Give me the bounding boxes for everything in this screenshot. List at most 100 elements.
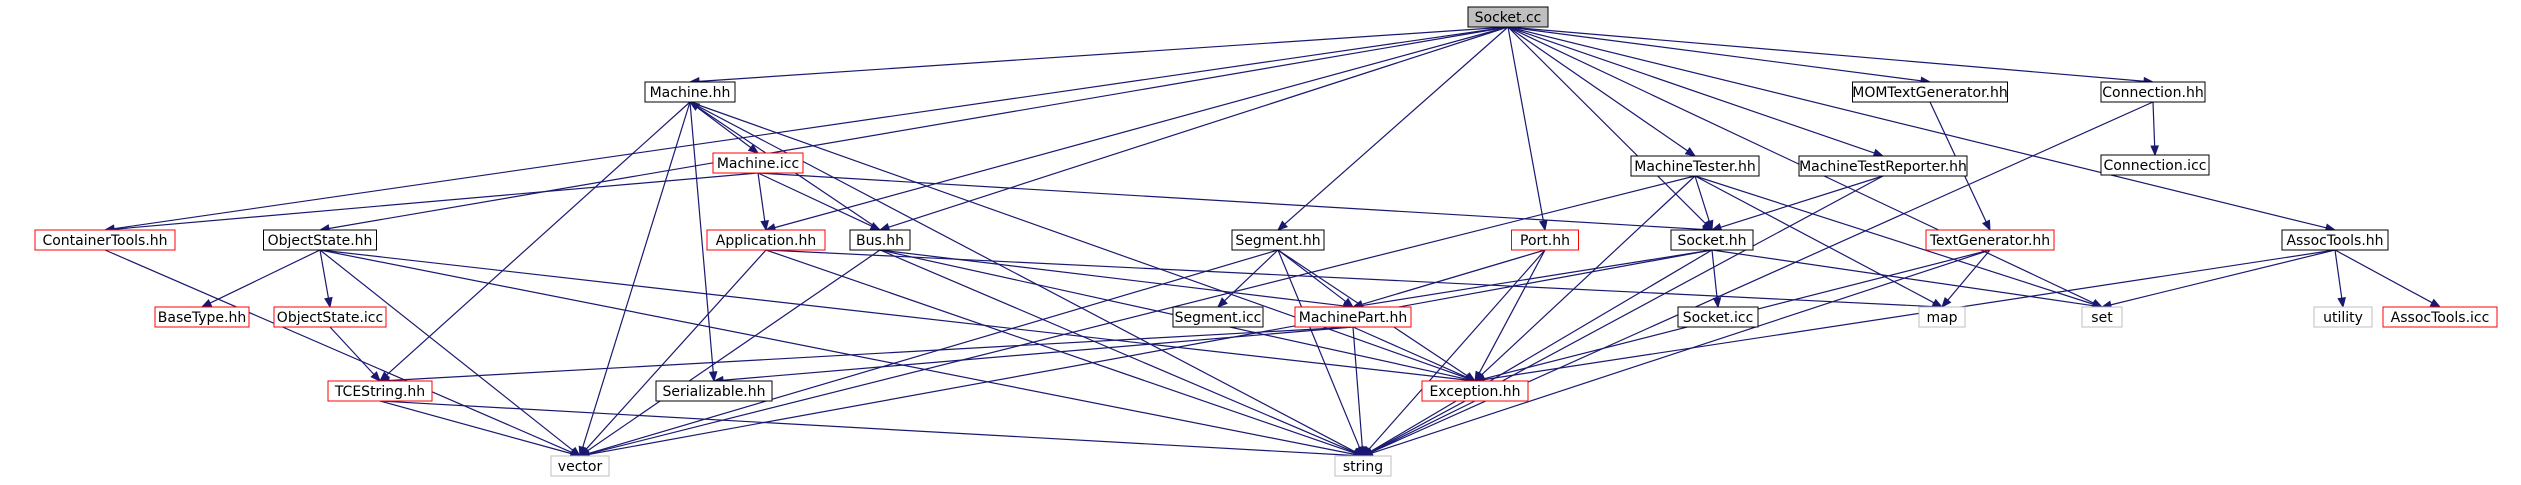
edge-arrowhead [1982, 219, 1991, 232]
edge-line [209, 249, 321, 304]
node-label: Socket.icc [1683, 310, 1754, 326]
node-map: map [1918, 306, 1966, 328]
edge-socket-cc-to-connection-hh [1507, 26, 2155, 86]
node-machine-hh[interactable]: Machine.hh [644, 81, 736, 103]
node-box [273, 306, 387, 328]
node-box [1630, 155, 1760, 177]
edge-containertools-hh-to-vector [104, 249, 582, 457]
edge-socket-hh-to-socket-icc [1711, 249, 1722, 309]
edge-line [113, 26, 1509, 230]
edge-arrowhead [1872, 148, 1885, 158]
node-machinetester-hh[interactable]: MachineTester.hh [1630, 155, 1760, 177]
node-label: Connection.icc [2104, 158, 2207, 174]
node-serializable-hh[interactable]: Serializable.hh [655, 380, 773, 402]
edge-line [329, 326, 375, 375]
edge-line [1277, 249, 1347, 303]
edge-socket-cc-to-machine-hh [688, 26, 1509, 86]
node-port-hh[interactable]: Port.hh [1511, 229, 1579, 251]
edge-objectstate-hh-to-objectstate-icc [319, 249, 333, 309]
node-objectstate-hh[interactable]: ObjectState.hh [263, 229, 377, 251]
edge-line [585, 249, 767, 450]
node-box [2313, 306, 2373, 328]
edge-arrowhead [2337, 296, 2346, 309]
edge-objectstate-hh-to-vector [319, 249, 582, 457]
node-connection-hh[interactable]: Connection.hh [2100, 81, 2206, 103]
node-box [1677, 306, 1759, 328]
node-label: MachinePart.hh [1299, 310, 1407, 326]
edge-machine-hh-to-machine-icc [689, 101, 760, 154]
node-bus-hh[interactable]: Bus.hh [849, 229, 911, 251]
node-containertools-hh[interactable]: ContainerTools.hh [34, 229, 176, 251]
edge-line [1361, 249, 1546, 306]
node-label: Application.hh [716, 233, 816, 249]
edge-application-hh-to-vector [579, 249, 767, 457]
edge-arrowhead [370, 371, 381, 382]
edge-arrowhead [1941, 296, 1952, 309]
node-objectstate-icc[interactable]: ObjectState.icc [273, 306, 387, 328]
edge-socket-cc-to-momtextgen-hh [1507, 26, 1932, 86]
edge-machine-hh-to-tcestring-hh [378, 101, 691, 382]
node-exception-hh[interactable]: Exception.hh [1421, 380, 1529, 402]
node-label: Segment.hh [1235, 233, 1320, 249]
edge-line [1947, 249, 1991, 301]
node-label: Serializable.hh [662, 384, 765, 400]
node-momtextgen-hh[interactable]: MOMTextGenerator.hh [1852, 81, 2008, 103]
node-machine-icc[interactable]: Machine.icc [712, 152, 804, 174]
node-assoctools-icc[interactable]: AssocTools.icc [2382, 306, 2498, 328]
node-segment-icc[interactable]: Segment.icc [1172, 306, 1264, 328]
edge-machinepart-hh-to-tcestring-hh [378, 326, 1354, 385]
node-label: Port.hh [1520, 233, 1570, 249]
edge-socket-cc-to-port-hh [1507, 26, 1548, 232]
edge-line [588, 175, 1696, 455]
node-tcestring-hh[interactable]: TCEString.hh [327, 380, 433, 402]
node-socket-icc[interactable]: Socket.icc [1677, 306, 1759, 328]
edge-line [774, 26, 1509, 229]
edge-machinetester-hh-to-socket-hh [1694, 175, 1714, 232]
node-box [2100, 81, 2206, 103]
node-connection-icc[interactable]: Connection.icc [2100, 154, 2210, 176]
node-basetype-hh[interactable]: BaseType.hh [154, 306, 250, 328]
node-label: AssocTools.icc [2391, 310, 2490, 326]
edge-arrowhead [2150, 145, 2159, 157]
edge-line [1711, 249, 2094, 307]
edge-application-hh-to-string [765, 249, 1365, 458]
node-segment-hh[interactable]: Segment.hh [1231, 229, 1325, 251]
node-textgenerator-hh[interactable]: TextGenerator.hh [1925, 229, 2055, 251]
node-machinepart-hh[interactable]: MachinePart.hh [1294, 306, 1412, 328]
edge-segment-hh-to-vector [578, 249, 1279, 458]
edge-machine-icc-to-bus-hh [757, 172, 882, 231]
edge-line [1284, 26, 1509, 225]
node-box [655, 380, 773, 402]
node-socket-cc: Socket.cc [1467, 6, 1549, 28]
edge-socket-cc-to-assoctools-hh [1507, 26, 2337, 232]
edge-arrowhead [1217, 297, 1228, 308]
node-label: vector [558, 459, 603, 475]
edge-line [319, 249, 330, 299]
node-label: Machine.hh [650, 85, 731, 101]
node-box [1511, 229, 1579, 251]
node-application-hh[interactable]: Application.hh [706, 229, 826, 251]
node-box [1918, 306, 1966, 328]
edge-line [1370, 249, 1713, 452]
edge-line [757, 172, 873, 227]
edge-arrowhead [200, 298, 213, 308]
node-machinetestreporter-hh[interactable]: MachineTestReporter.hh [1798, 155, 1968, 177]
node-assoctools-hh[interactable]: AssocTools.hh [2281, 229, 2389, 251]
edge-line [2152, 101, 2156, 147]
edge-line [1352, 326, 1468, 378]
edge-line [587, 249, 881, 452]
edge-textgenerator-hh-to-map [1941, 249, 1991, 309]
edge-socket-cc-to-socket-hh [1507, 26, 1713, 231]
edge-arrowhead [688, 101, 701, 111]
node-label: TCEString.hh [334, 384, 425, 400]
edge-line [1507, 26, 2145, 82]
edge-line [1720, 175, 1884, 228]
edge-socket-cc-to-segment-hh [1276, 26, 1509, 231]
node-label: MOMTextGenerator.hh [1852, 85, 2008, 101]
edge-line [2334, 249, 2433, 304]
edge-machinetester-hh-to-set [1694, 175, 2104, 309]
node-socket-hh[interactable]: Socket.hh [1670, 229, 1754, 251]
edge-line [1277, 249, 1361, 448]
edge-assoctools-hh-to-utility [2334, 249, 2346, 309]
